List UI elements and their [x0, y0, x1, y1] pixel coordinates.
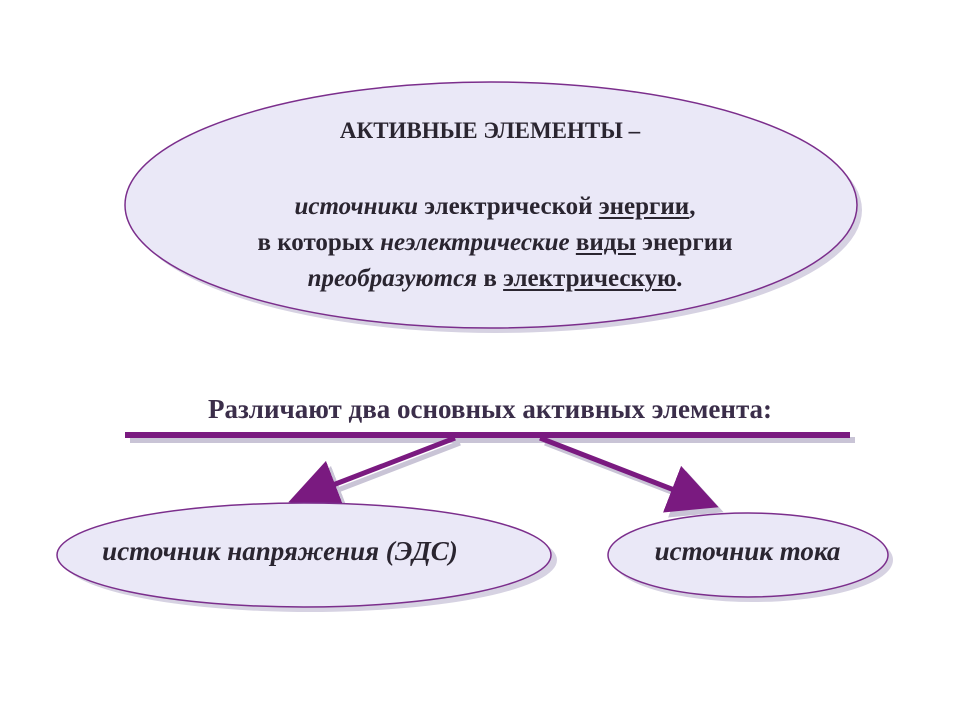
main-title: АКТИВНЫЕ ЭЛЕМЕНТЫ – — [339, 118, 641, 143]
left-arrow — [288, 435, 456, 508]
definition-line-3: преобразуются в электрическую. — [150, 265, 840, 293]
word-in-which: в которых — [257, 229, 381, 256]
definition-line-1: источники электрической энергии, — [150, 193, 840, 221]
right-arrow-shadow — [544, 440, 724, 518]
comma: , — [689, 193, 696, 220]
word-non-electrical: неэлектрические — [380, 229, 570, 256]
distinguish-heading: Различают два основных активных элемента… — [207, 394, 773, 424]
word-energy-link: энергии — [598, 193, 690, 220]
word-electric-link: электрическую — [503, 265, 677, 292]
word-electrical: электрической — [417, 193, 599, 220]
word-energy: энергии — [635, 229, 733, 256]
voltage-source-label: источник напряжения (ЭДС) — [102, 536, 458, 566]
voltage-source-ellipse — [56, 502, 552, 608]
definition-line-2: в которых неэлектрические виды энергии — [150, 229, 840, 257]
word-sources: источники — [294, 193, 418, 220]
main-ellipse — [124, 81, 858, 329]
word-converted: преобразуются — [307, 265, 478, 292]
period: . — [676, 265, 683, 292]
right-arrow — [539, 435, 719, 513]
current-source-ellipse — [607, 512, 889, 598]
current-source-label: источник тока — [654, 536, 841, 566]
word-into: в — [477, 265, 504, 292]
word-kinds-link: виды — [575, 229, 636, 256]
left-arrow-shadow — [293, 440, 461, 513]
